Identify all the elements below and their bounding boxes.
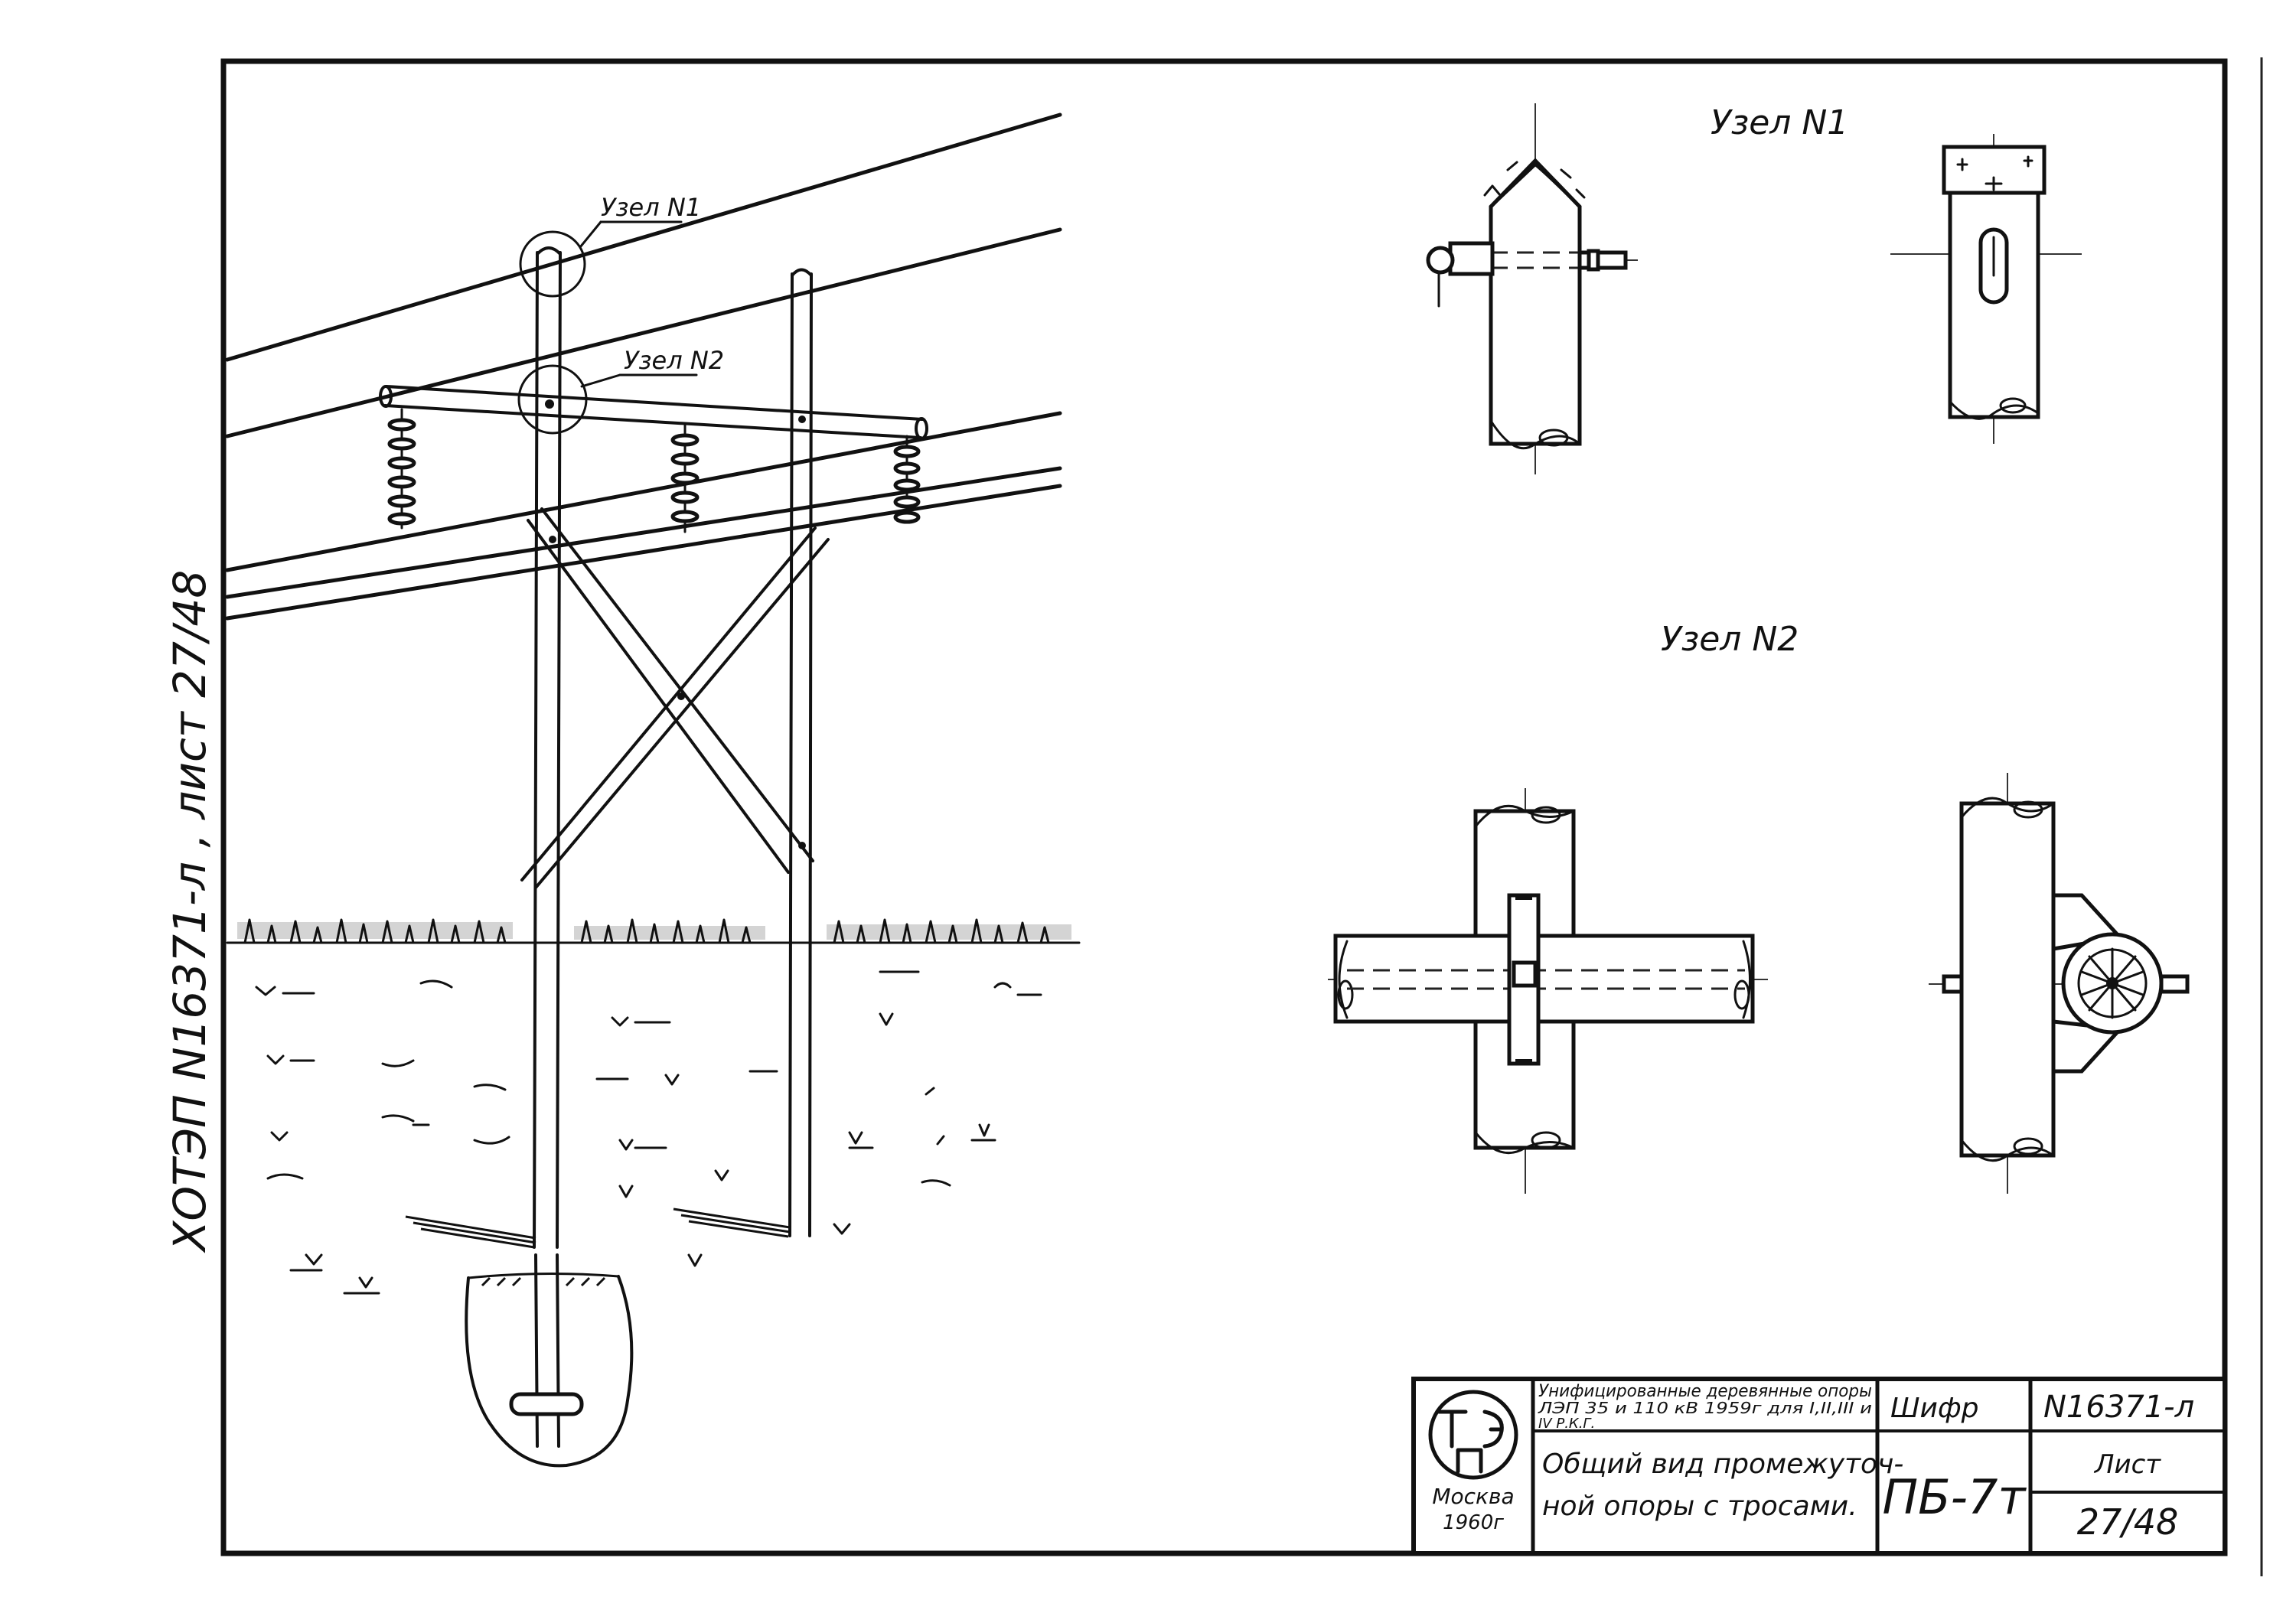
detail-node1: Узел N1: [1426, 103, 2082, 474]
logo-city: Москва: [1432, 1484, 1514, 1509]
insulator-string-middle: [670, 423, 700, 533]
sheet-label: Лист: [2093, 1449, 2161, 1480]
cipher-value: ПБ-7т: [1882, 1469, 2027, 1525]
ground-wires: [225, 112, 1062, 438]
cipher-label: Шифр: [1890, 1393, 1979, 1424]
node2-callout-circle: [517, 364, 588, 435]
detail-node2: Узел N2: [1328, 620, 2190, 1194]
node2-title: Узел N2: [1661, 620, 1799, 659]
node2-side-view: [1929, 773, 2190, 1194]
sheet-title-line-1: Общий вид промежуточ-: [1542, 1449, 1903, 1480]
insulator-string-right: [893, 435, 921, 524]
project-line-1: Унифицированные деревянные опоры: [1538, 1382, 1872, 1401]
doc-number: N16371-л: [2043, 1390, 2194, 1425]
insulator-string-left: [387, 408, 416, 530]
buried-anchor-cutaway: [465, 1253, 634, 1468]
sheet-value: 27/48: [2077, 1501, 2179, 1543]
node1-callout-circle: [519, 230, 586, 298]
node1-front-view: [1426, 103, 1638, 474]
x-bracing: [520, 507, 830, 889]
node1-title: Узел N1: [1711, 103, 1848, 142]
horizon-vegetation: [226, 918, 1081, 944]
cross-arm: [379, 385, 928, 440]
pole-base-shadows: [405, 1207, 791, 1249]
title-block: Москва 1960г Унифицированные деревянные …: [1411, 1377, 2227, 1556]
drawing-frame: [220, 58, 2228, 1556]
general-view: Узел N1 Узел N2: [225, 112, 1081, 1468]
node1-callout-label: Узел N1: [601, 193, 701, 222]
tep-logo: Москва 1960г: [1428, 1390, 1518, 1534]
project-line-2: ЛЭП 35 и 110 кВ 1959г для I,II,III и: [1538, 1399, 1872, 1417]
node2-front-view: [1328, 788, 1768, 1194]
project-line-3: IV Р.К.Г.: [1538, 1416, 1595, 1432]
far-pole: [788, 268, 813, 1237]
sheet-title-line-2: ной опоры с тросами.: [1542, 1491, 1857, 1522]
node1-side-view: [1890, 134, 2082, 444]
logo-year: 1960г: [1443, 1511, 1504, 1534]
phase-conductors: [225, 411, 1062, 621]
ground-tufts: [255, 970, 1042, 1295]
node2-callout-label: Узел N2: [624, 346, 724, 375]
near-pole: [533, 246, 562, 1249]
side-code: ХОТЭП N16371-л , лист 27/48: [164, 570, 216, 1254]
